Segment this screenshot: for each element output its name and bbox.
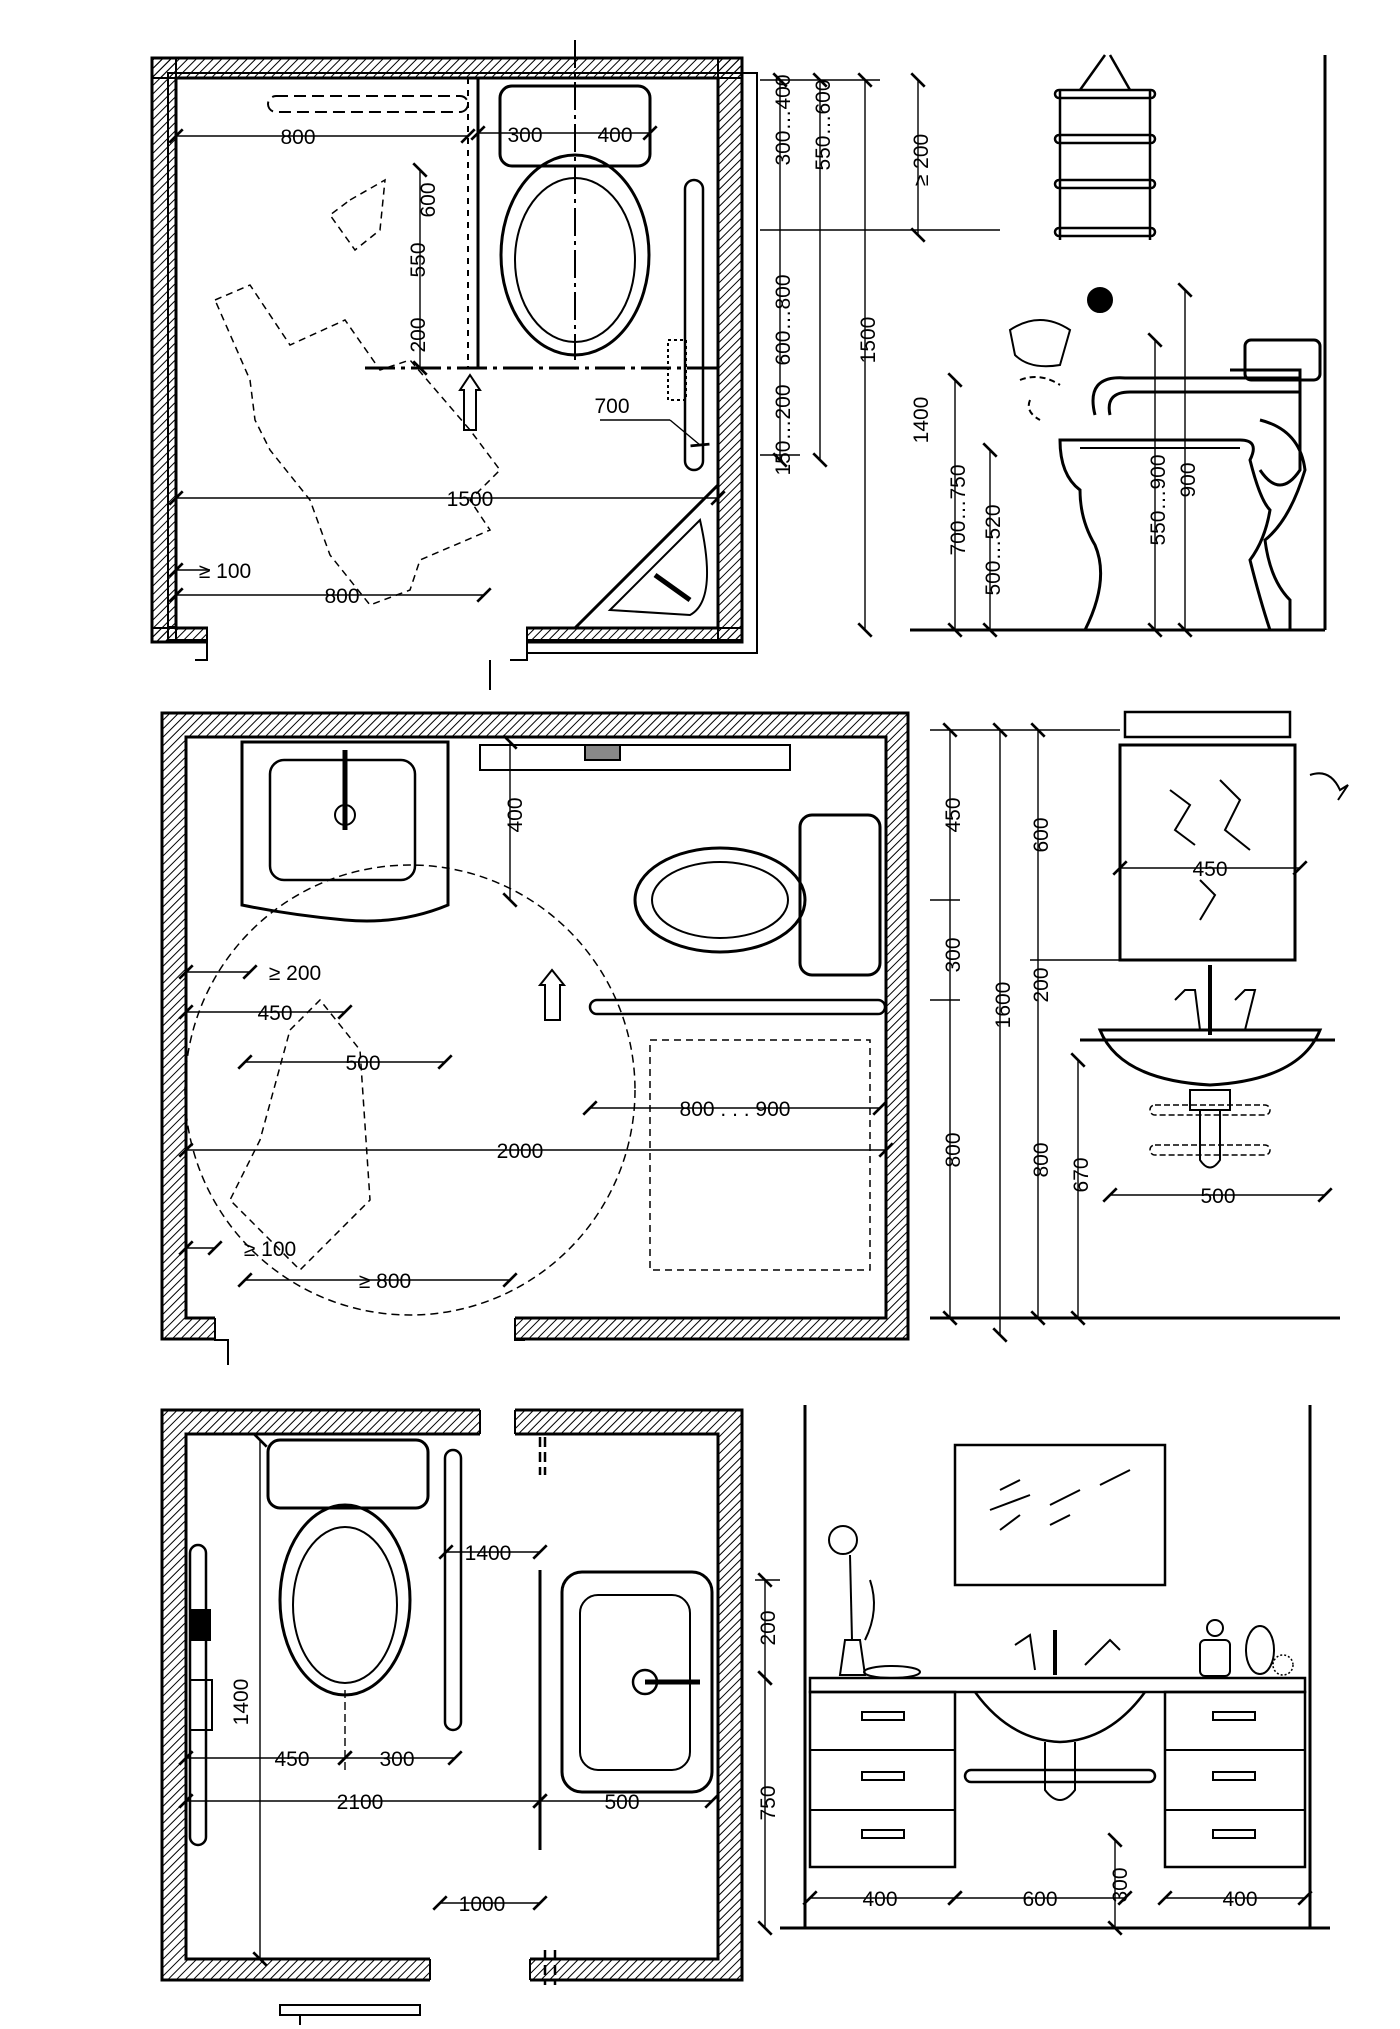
elev1-wall-rail bbox=[1091, 376, 1302, 416]
dim-label: 800 bbox=[324, 585, 359, 608]
plan-1-accessible-wc bbox=[150, 40, 758, 690]
dim-label: 1500 bbox=[857, 317, 880, 364]
elevation-1-wc-rails bbox=[760, 54, 1327, 638]
dim-label: 500 bbox=[604, 1791, 639, 1814]
dim-label: 900 bbox=[1177, 462, 1200, 497]
dim-label: 1500 bbox=[447, 488, 494, 511]
dim-label: 300 bbox=[1109, 1867, 1132, 1902]
elevation-2-dimension-labels: 450 300 800 1600 600 200 800 670 450 500 bbox=[942, 797, 1236, 1208]
elev3-mirror bbox=[953, 1443, 1167, 1587]
dim-label: 2000 bbox=[497, 1140, 544, 1163]
plan2-grab-rail bbox=[588, 998, 887, 1016]
elev1-towel-rack bbox=[1053, 54, 1157, 240]
elev3-vase bbox=[838, 1639, 867, 1676]
dim-label: 600…800 bbox=[772, 274, 795, 365]
elev1-paper-roll bbox=[1008, 319, 1072, 368]
dim-label: ≥ 100 bbox=[244, 1238, 296, 1261]
plan3-grab-rail bbox=[443, 1448, 463, 1732]
dim-label: 800 bbox=[942, 1132, 965, 1167]
elevation-2-basin-mirror bbox=[930, 710, 1349, 1343]
dim-label: 1400 bbox=[465, 1542, 512, 1565]
dim-label: 450 bbox=[257, 1002, 292, 1025]
elevation-3-dimension-labels: 200 750 400 600 300 400 bbox=[757, 1610, 1258, 1911]
dim-label: 300…400 bbox=[772, 74, 795, 165]
dim-label: 200 bbox=[1030, 967, 1053, 1002]
plan1-wall-bottom-left bbox=[151, 627, 208, 643]
dim-label: 600 bbox=[1030, 817, 1053, 852]
dim-label: 550…900 bbox=[1147, 454, 1170, 545]
dim-label: 1000 bbox=[459, 1893, 506, 1916]
plan1-wall-top bbox=[151, 57, 743, 79]
dim-label: 300 bbox=[942, 937, 965, 972]
elev3-left-cabinet bbox=[808, 1690, 957, 1869]
dim-label: 2100 bbox=[337, 1791, 384, 1814]
plan2-turning-circle bbox=[184, 864, 636, 1316]
dim-label: 200 bbox=[407, 317, 430, 352]
dim-label: ≥ 200 bbox=[910, 134, 933, 186]
dim-label: 750 bbox=[757, 1785, 780, 1820]
dim-label: 700 bbox=[594, 395, 629, 418]
dim-label: 400 bbox=[1222, 1888, 1257, 1911]
elevation-1-dimension-labels: 300…400 550…600 600…800 150…200 1500 ≥ 2… bbox=[772, 74, 1200, 595]
dim-label: 400 bbox=[597, 124, 632, 147]
dim-label: 550 bbox=[407, 242, 430, 277]
plan1-grab-rail bbox=[683, 178, 705, 472]
dim-label: 450 bbox=[274, 1748, 309, 1771]
dim-label: 1600 bbox=[992, 982, 1015, 1029]
plan-3-wc-basin bbox=[160, 1400, 744, 2025]
elevation-3-vanity bbox=[755, 1405, 1330, 1936]
dim-label: 800 . . . 900 bbox=[680, 1098, 791, 1121]
plan2-cistern bbox=[798, 813, 882, 977]
dim-label: 1400 bbox=[230, 1679, 253, 1726]
plan1-wall-left bbox=[151, 57, 177, 643]
plan1-wall-right bbox=[717, 57, 743, 643]
dim-label: 700…750 bbox=[947, 464, 970, 555]
plan-1-dimension-labels: 800 300 400 600 550 200 700 1500 ≥ 100 8… bbox=[199, 124, 633, 608]
dim-label: 600 bbox=[1022, 1888, 1057, 1911]
plan3-basin bbox=[560, 1570, 714, 1794]
plan2-basin bbox=[240, 740, 450, 923]
dim-label: 300 bbox=[379, 1748, 414, 1771]
dim-label: 500 bbox=[1200, 1185, 1235, 1208]
elev1-toilet-side bbox=[1058, 438, 1273, 632]
elev3-basin bbox=[973, 1691, 1147, 1744]
dim-label: 400 bbox=[504, 797, 527, 832]
plan-2-dimension-labels: 400 ≥ 200 450 500 800 . . . 900 2000 ≥ 1… bbox=[244, 797, 791, 1293]
dim-label: 200 bbox=[757, 1610, 780, 1645]
dim-label: 300 bbox=[507, 124, 542, 147]
dim-label: 400 bbox=[862, 1888, 897, 1911]
dim-label: 800 bbox=[280, 126, 315, 149]
dim-label: 600 bbox=[417, 182, 440, 217]
plan2-toilet-bowl bbox=[633, 846, 807, 954]
plan1-corner-basin bbox=[571, 481, 720, 630]
dim-label: 450 bbox=[942, 797, 965, 832]
dim-label: ≥ 100 bbox=[199, 560, 251, 583]
dim-label: 500…520 bbox=[982, 504, 1005, 595]
dim-label: 550…600 bbox=[812, 79, 835, 170]
elev2-basin bbox=[1097, 1028, 1323, 1087]
plan-3-dimension-labels: 1400 1400 450 300 2100 500 1000 bbox=[230, 1542, 640, 1916]
dim-label: 150…200 bbox=[772, 384, 795, 475]
dim-label: 1400 bbox=[910, 397, 933, 444]
dim-label: ≥ 800 bbox=[359, 1270, 411, 1293]
dim-label: ≥ 200 bbox=[269, 962, 321, 985]
elev2-mirror bbox=[1118, 743, 1297, 962]
dim-label: 800 bbox=[1030, 1142, 1053, 1177]
elev3-right-cabinet bbox=[1163, 1690, 1307, 1869]
dim-label: 670 bbox=[1070, 1157, 1093, 1192]
plan1-wall-bottom-right bbox=[526, 627, 743, 643]
dim-label: 500 bbox=[345, 1052, 380, 1075]
plan-2-bathroom bbox=[160, 711, 910, 1365]
plan1-wheelchair-outline bbox=[214, 284, 501, 606]
elev3-counter-top bbox=[808, 1676, 1307, 1694]
dim-label: 450 bbox=[1192, 858, 1227, 881]
plan3-cistern bbox=[266, 1438, 430, 1510]
